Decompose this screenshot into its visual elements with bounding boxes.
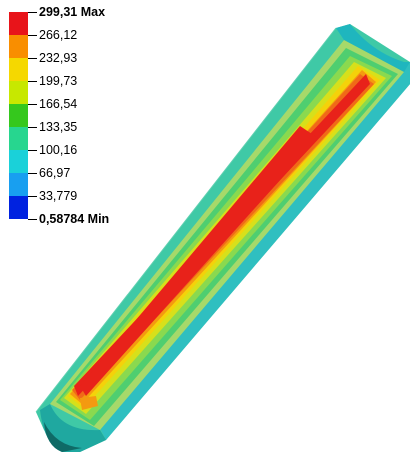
legend-label-2: 232,93 bbox=[39, 51, 78, 65]
legend-band-6 bbox=[9, 127, 28, 150]
legend-label-1: 266,12 bbox=[39, 28, 78, 42]
beam-side-face bbox=[100, 62, 410, 440]
beam-bottom-end-shadow bbox=[44, 422, 82, 452]
legend-tick bbox=[28, 81, 37, 82]
legend-tick bbox=[28, 12, 37, 13]
legend-band-1 bbox=[9, 12, 28, 35]
legend-tick bbox=[28, 104, 37, 105]
legend-tick bbox=[28, 173, 37, 174]
legend-band-3 bbox=[9, 58, 28, 81]
groove-max-core bbox=[80, 126, 318, 396]
legend-tick bbox=[28, 196, 37, 197]
legend-tick bbox=[28, 150, 37, 151]
legend-label-4: 166,54 bbox=[39, 97, 78, 111]
legend-tick bbox=[28, 127, 37, 128]
legend-label-8: 33,779 bbox=[39, 189, 78, 203]
groove-end-strip bbox=[80, 396, 98, 410]
legend-band-7 bbox=[9, 150, 28, 173]
legend-label-5: 133,35 bbox=[39, 120, 78, 134]
legend-band-5 bbox=[9, 104, 28, 127]
legend-label-6: 100,16 bbox=[39, 143, 78, 157]
legend-band-8 bbox=[9, 173, 28, 196]
legend-max-label: 299,31 Max bbox=[39, 5, 106, 19]
legend-tick bbox=[28, 58, 37, 59]
legend-band-2 bbox=[9, 35, 28, 58]
legend-min-label: 0,58784 Min bbox=[39, 212, 110, 226]
legend-tick bbox=[28, 35, 37, 36]
beam-top-end-face bbox=[336, 24, 410, 72]
legend-tick bbox=[28, 219, 37, 220]
legend-label-3: 199,73 bbox=[39, 74, 78, 88]
legend-label-7: 66,97 bbox=[39, 166, 71, 180]
legend-band-9 bbox=[9, 196, 28, 219]
stress-legend: 299,31 Max 266,12 232,93 199,73 166,54 1… bbox=[9, 5, 169, 235]
legend-band-4 bbox=[9, 81, 28, 104]
beam-rim-line bbox=[35, 27, 337, 413]
